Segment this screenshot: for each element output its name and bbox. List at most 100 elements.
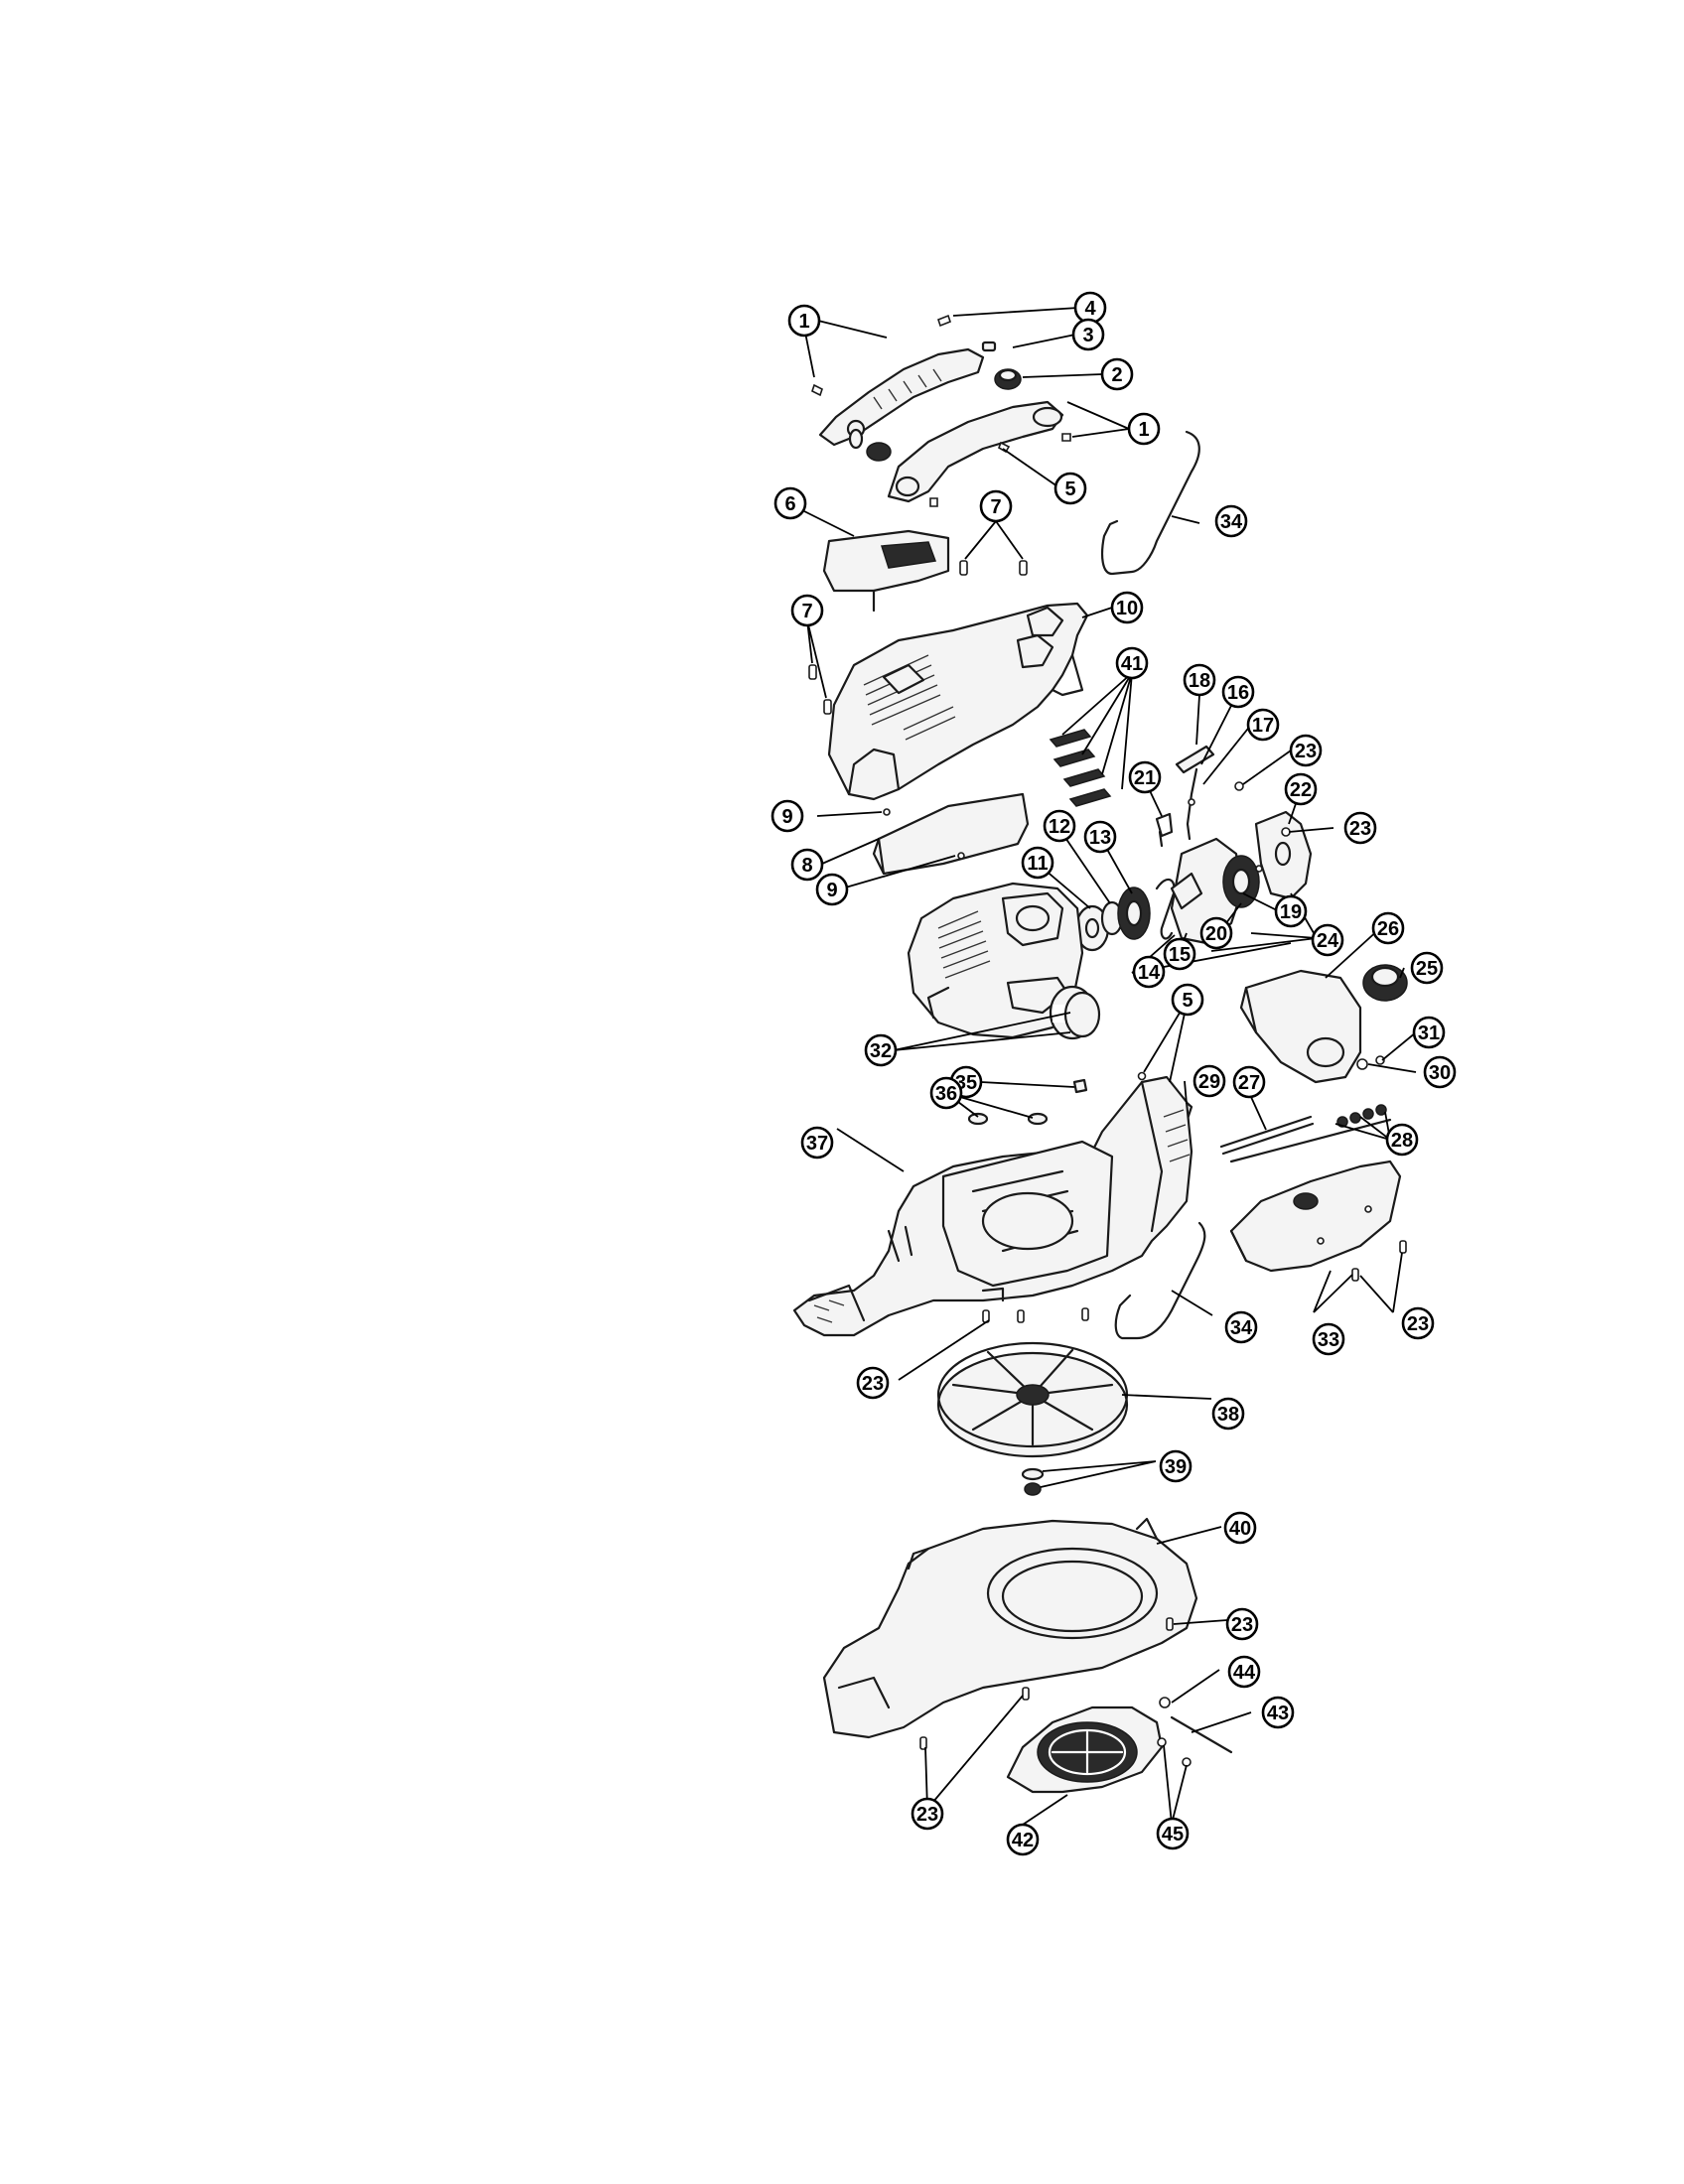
callout-circle [1193,1064,1226,1098]
callout-number: 13 [1089,827,1111,849]
deflector-plate [872,792,1030,876]
callout-number: 16 [1227,682,1249,704]
callout-circle [1261,1696,1295,1729]
callout-circle [1211,1397,1245,1431]
part-callout-31: 31 [1412,1016,1446,1049]
part-callout-28: 28 [1385,1123,1419,1157]
callout-number: 8 [801,855,812,877]
callout-circle [1232,1065,1266,1099]
callout-number: 44 [1233,1662,1256,1684]
grommet-parts [848,341,1022,462]
callout-circle [1159,1449,1193,1483]
callout-number: 37 [806,1133,828,1155]
callout-number: 45 [1162,1824,1184,1845]
part-callout-42: 42 [1006,1823,1040,1856]
blower-housing [792,1075,1193,1337]
tank-screws [1356,1055,1385,1070]
callout-circle [1110,591,1144,624]
part-callout-14: 14 [1132,955,1166,989]
callout-circle [1401,1306,1435,1340]
part-callout-5: 5 [1053,472,1087,505]
callout-number: 26 [1377,918,1399,940]
part-callout-21: 21 [1128,760,1162,794]
callout-number: 14 [1138,962,1161,984]
part-callout-26: 26 [1371,911,1405,945]
parts-drawing [792,314,1408,1794]
part-callout-27: 27 [1232,1065,1266,1099]
callout-circle [1221,675,1255,709]
callout-number: 36 [935,1083,957,1105]
callout-circle [1171,983,1204,1017]
callout-circle [1246,708,1280,742]
callout-circle [1071,318,1105,351]
washer-nut [1021,1467,1045,1496]
part-callout-19: 19 [1274,894,1308,928]
callout-number: 23 [916,1804,938,1826]
part-callout-29: 29 [1193,1064,1226,1098]
rubber-mounts [1049,729,1112,807]
callout-circle [1385,1123,1419,1157]
fittings [1229,1104,1392,1163]
callout-number: 42 [1012,1830,1034,1851]
callout-number: 5 [1182,990,1193,1012]
part-callout-20: 20 [1199,916,1233,950]
throttle-cable-lower [1114,1221,1206,1340]
callout-circle [790,848,824,882]
part-callout-8: 8 [790,848,824,882]
part-callout-9: 9 [815,873,849,906]
callout-circle [1223,1511,1257,1545]
part-callout-23: 23 [1343,811,1377,845]
callout-circle [1371,911,1405,945]
part-callout-34: 34 [1224,1310,1258,1344]
part-callout-9: 9 [771,799,804,833]
part-callout-23: 23 [1289,734,1323,767]
callout-circle [1343,811,1377,845]
housing-screws [982,1307,1089,1323]
part-callout-11: 11 [1021,846,1054,880]
callout-number: 28 [1391,1130,1413,1152]
callout-circle [1128,760,1162,794]
callout-number: 9 [781,806,792,828]
part-callout-23: 23 [911,1797,944,1831]
callout-number: 33 [1318,1329,1339,1351]
callout-circle [1100,357,1134,391]
part-callout-44: 44 [1227,1655,1261,1689]
callout-number: 9 [826,880,837,901]
part-callout-38: 38 [1211,1397,1245,1431]
callout-number: 6 [784,493,795,515]
callout-number: 40 [1229,1518,1251,1540]
washers [967,1112,1049,1126]
callout-number: 10 [1116,598,1138,619]
part-callout-7: 7 [790,594,824,627]
part-callout-23: 23 [1225,1607,1259,1641]
callout-number: 7 [990,496,1001,518]
part-callout-4: 4 [1073,291,1107,325]
callout-number: 12 [1049,816,1070,838]
part-callout-41: 41 [1115,646,1149,680]
callout-number: 27 [1238,1072,1260,1094]
bracket-small [1155,812,1174,848]
part-callout-30: 30 [1423,1055,1457,1089]
fuel-tank-cover [1239,969,1362,1084]
callout-circle [1156,1817,1190,1850]
callout-circle [1163,937,1196,971]
callout-circle [1284,772,1318,806]
callout-number: 4 [1084,298,1096,320]
part-callout-3: 3 [1071,318,1105,351]
callout-circle [856,1366,890,1400]
part-callout-23: 23 [856,1366,890,1400]
part-callout-7: 7 [979,489,1013,523]
callout-circle [1289,734,1323,767]
starter-handle [1175,745,1215,841]
callout-circle [771,799,804,833]
callout-circle [1214,504,1248,538]
callout-circle [773,486,807,520]
part-callout-23: 23 [1401,1306,1435,1340]
part-callout-33: 33 [1312,1322,1345,1356]
callout-number: 32 [870,1040,892,1062]
throttle-cable-upper [1101,430,1200,576]
part-callout-36: 36 [929,1076,963,1110]
lower-shroud [1229,1160,1402,1273]
part-callout-39: 39 [1159,1449,1193,1483]
